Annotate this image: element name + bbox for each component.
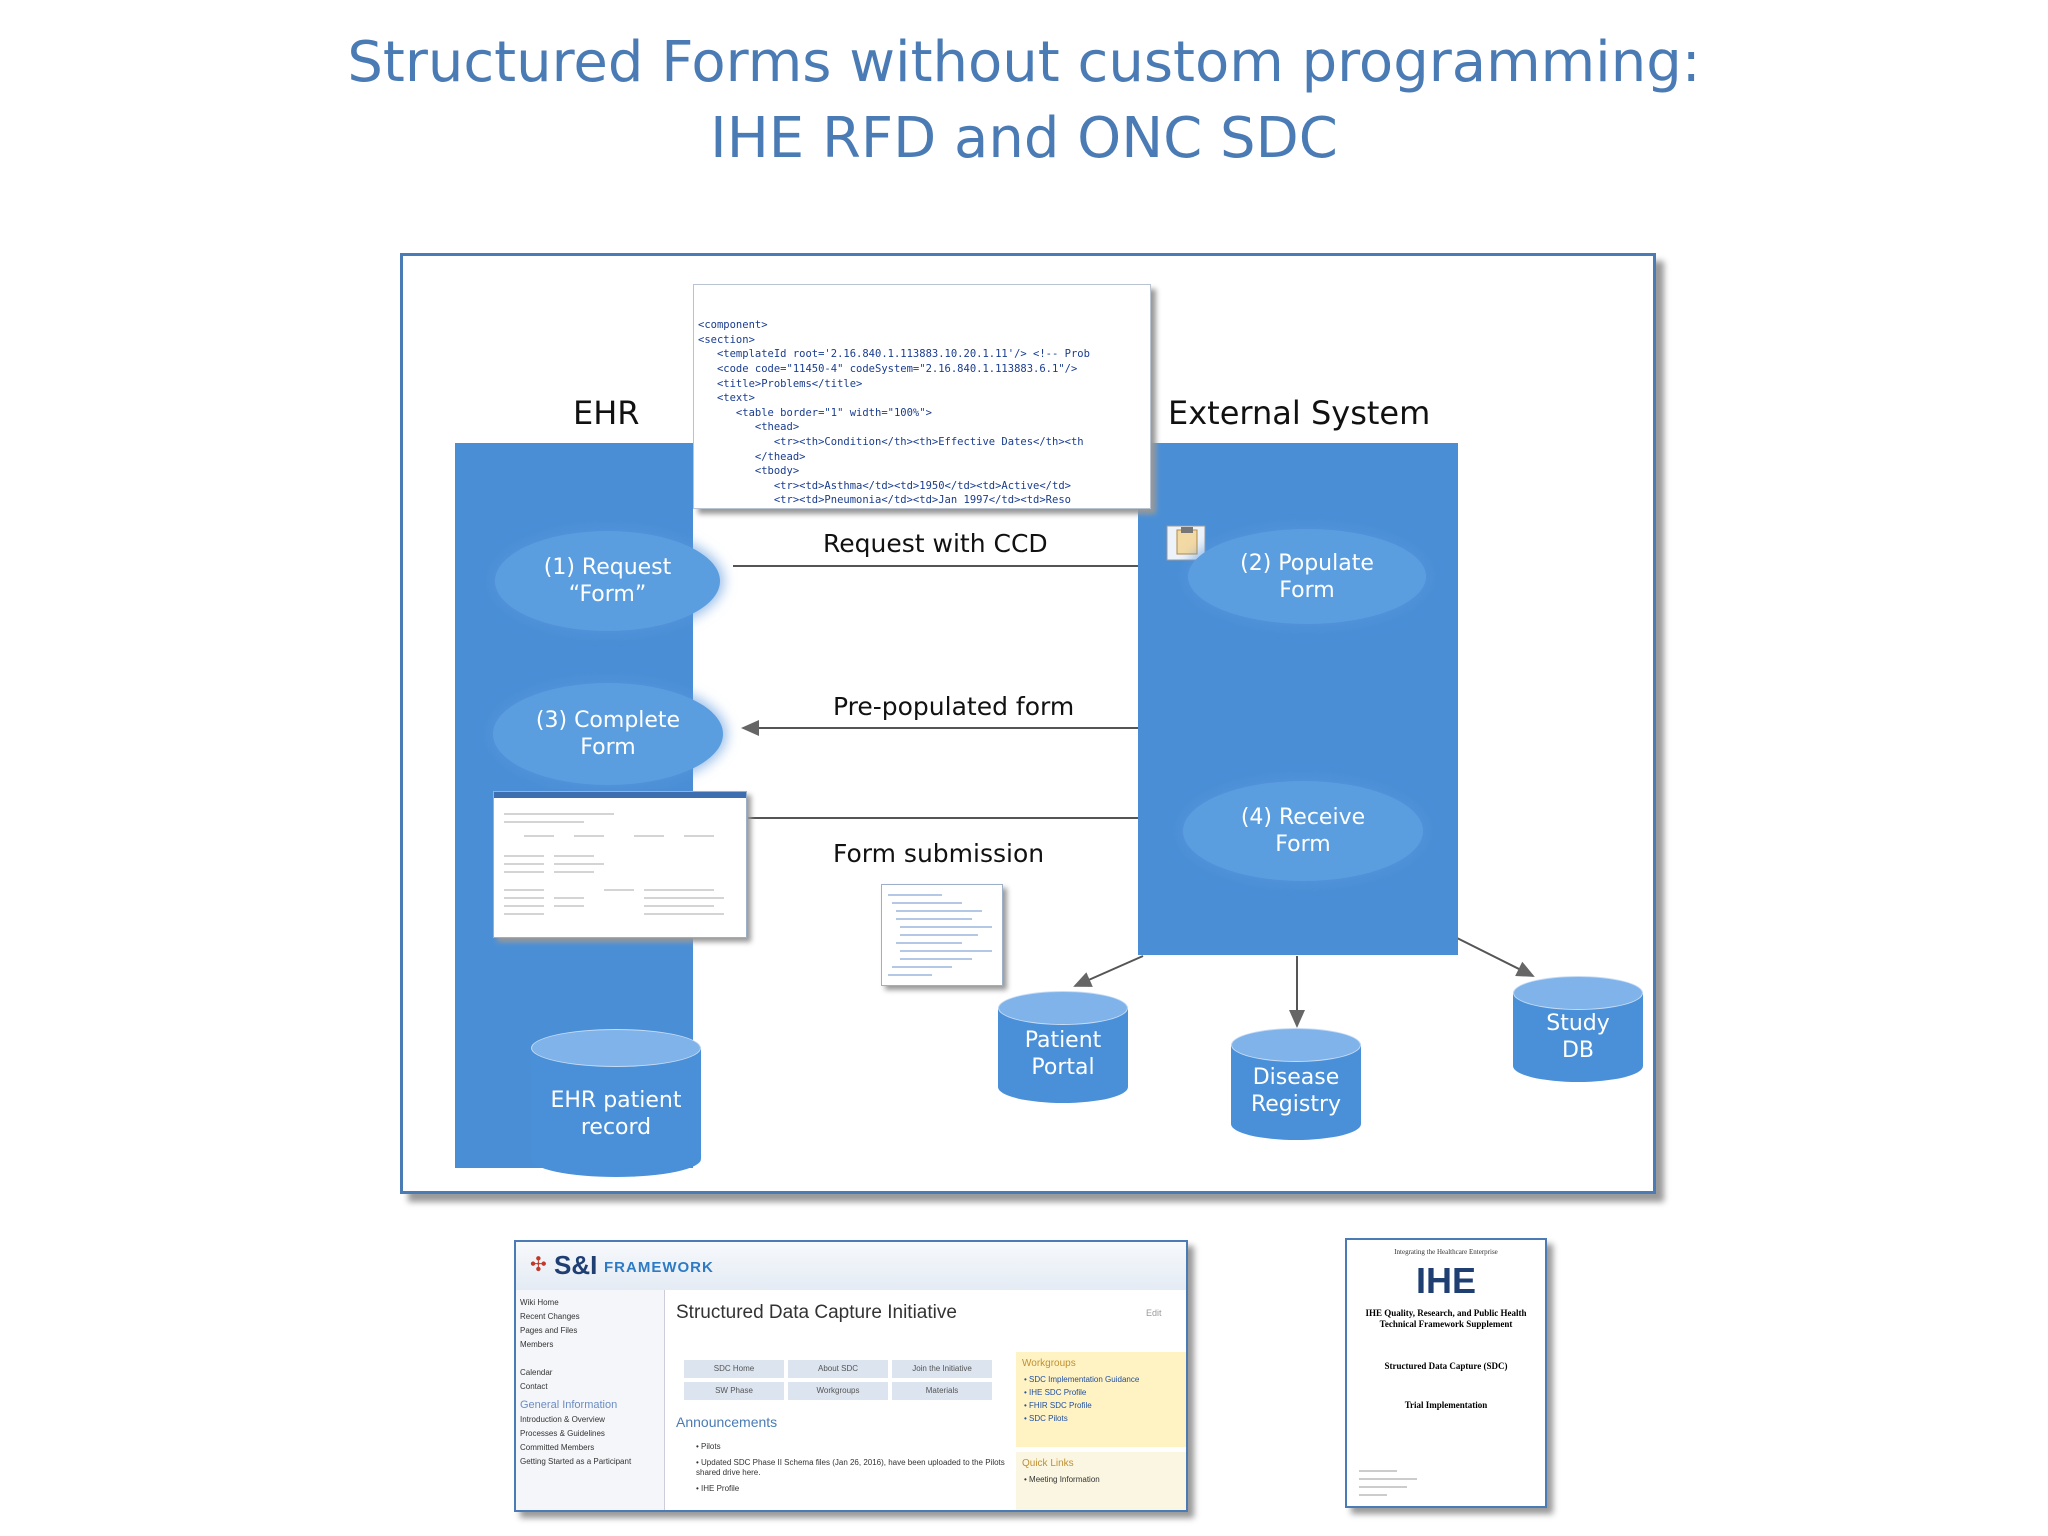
xml-line: <templateId root='2.16.840.1.113883.10.2… (698, 348, 1090, 361)
list-item[interactable]: Calendar (520, 1368, 553, 1377)
sni-logo-framework: FRAMEWORK (604, 1259, 714, 1276)
message-form-submission: Form submission (833, 839, 1045, 868)
ihe-sdc-supplement-cover: Integrating the Healthcare Enterprise IH… (1345, 1238, 1547, 1508)
xml-line: <tr><td>Pneumonia</td><td>Jan 1997</td><… (698, 494, 1071, 507)
xml-line: <tr><td>"</td><td>Mar 1999</td><td>Resol… (698, 508, 1146, 509)
completed-form-thumbnail (493, 791, 747, 938)
rfd-sdc-diagram: EHR External System <component><section>… (400, 253, 1656, 1194)
disease-registry-store: Disease Registry (1231, 1028, 1361, 1140)
clipboard-icon (1166, 525, 1206, 561)
step-request-form: (1) Request “Form” (495, 531, 720, 631)
xml-line: <title>Problems</title> (698, 377, 863, 390)
submitted-xml-thumbnail (881, 884, 1003, 986)
sni-logo-icon: ✣ (530, 1254, 547, 1276)
sni-announcement-list: • Pilots • Updated SDC Phase II Schema fi… (696, 1442, 1016, 1500)
xml-lines: <component><section> <templateId root='2… (698, 318, 1146, 509)
xml-line: <table border="1" width="100%"> (698, 406, 932, 419)
xml-line: <section> (698, 333, 755, 346)
list-item[interactable]: • IHE Profile (696, 1484, 740, 1493)
step-complete-form: (3) Complete Form (493, 683, 723, 785)
xml-line: <code code="11450-4" codeSystem="2.16.84… (698, 362, 1078, 375)
list-item[interactable]: • Updated SDC Phase II Schema files (Jan… (696, 1458, 1005, 1477)
ihe-logo: IHE (1415, 1260, 1476, 1301)
patient-portal-store: Patient Portal (998, 991, 1128, 1103)
disease-registry-label: Disease Registry (1250, 1065, 1342, 1117)
ihe-doc-title: Structured Data Capture (SDC) (1384, 1361, 1508, 1371)
xml-line: <tr><th>Condition</th><th>Effective Date… (698, 435, 1084, 448)
ehr-patient-record-label: EHR patient record (550, 1088, 682, 1140)
xml-line: <component> (698, 319, 768, 332)
ihe-doc-footer-lines (1359, 1470, 1417, 1496)
external-lane-label: External System (1168, 394, 1431, 432)
ihe-doc-subtitle: IHE Quality, Research, and Public Health… (1365, 1308, 1527, 1329)
list-item[interactable]: • Meeting Information (1024, 1475, 1100, 1484)
patient-portal-label: Patient Portal (1024, 1028, 1102, 1080)
study-db-store: Study DB (1513, 976, 1643, 1082)
list-item[interactable] (520, 1354, 660, 1365)
list-item[interactable]: Committed Members (520, 1443, 595, 1452)
sni-nav-heading: General Information (520, 1399, 618, 1411)
list-item[interactable]: • Pilots (696, 1442, 721, 1451)
sni-page-title: Structured Data Capture Initiative (676, 1302, 957, 1323)
sni-edit-link[interactable]: Edit (1146, 1308, 1162, 1318)
ehr-lane-label: EHR (573, 394, 640, 432)
list-item[interactable]: • IHE SDC Profile (1024, 1388, 1087, 1397)
sni-workgroups-heading: Workgroups (1022, 1358, 1076, 1369)
xml-line: <tr><td>Asthma</td><td>1950</td><td>Acti… (698, 479, 1071, 492)
xml-line: <thead> (698, 421, 800, 434)
sni-tab[interactable]: SDC Home (684, 1360, 784, 1378)
step-populate-form: (2) Populate Form (1188, 529, 1426, 624)
message-request-with-ccd: Request with CCD (823, 529, 1048, 558)
step-receive-form: (4) Receive Form (1183, 781, 1423, 881)
sni-tab[interactable]: Workgroups (788, 1382, 888, 1400)
list-item[interactable]: Contact (520, 1382, 548, 1391)
list-item[interactable]: Getting Started as a Participant (520, 1457, 632, 1466)
sni-tab[interactable]: SW Phase (684, 1382, 784, 1400)
sni-tab[interactable]: About SDC (788, 1360, 888, 1378)
list-item[interactable]: Processes & Guidelines (520, 1429, 605, 1438)
xml-line: <tbody> (698, 465, 800, 478)
sni-tab[interactable]: Materials (892, 1382, 992, 1400)
slide-title-line2: IHE RFD and ONC SDC (710, 106, 1338, 171)
sni-quick-links-panel: Quick Links • Meeting Information (1016, 1452, 1186, 1510)
list-item[interactable]: Members (520, 1340, 554, 1349)
list-item[interactable]: • FHIR SDC Profile (1024, 1401, 1092, 1410)
sni-tab[interactable]: Join the Initiative (892, 1360, 992, 1378)
list-item[interactable]: Recent Changes (520, 1312, 580, 1321)
study-db-label: Study DB (1546, 1011, 1610, 1063)
studydb-arrow (1452, 935, 1535, 977)
sni-logo-text: S&I (554, 1250, 598, 1280)
slide-title-line1: Structured Forms without custom programm… (347, 30, 1701, 95)
sni-workgroups-panel: Workgroups • SDC Implementation Guidance… (1016, 1352, 1186, 1447)
ccd-xml-snippet: <component><section> <templateId root='2… (693, 284, 1151, 509)
sni-quick-links-heading: Quick Links (1022, 1458, 1074, 1469)
list-item[interactable]: • SDC Pilots (1024, 1414, 1068, 1423)
list-item[interactable]: Pages and Files (520, 1326, 578, 1335)
ehr-patient-record-store: EHR patient record (531, 1029, 701, 1177)
list-item[interactable]: Wiki Home (520, 1298, 559, 1307)
xml-line: <text> (698, 392, 755, 405)
list-item[interactable]: • SDC Implementation Guidance (1024, 1375, 1140, 1384)
portal-arrow (1073, 955, 1144, 987)
sni-announcements-heading: Announcements (676, 1414, 778, 1430)
ihe-doc-status: Trial Implementation (1404, 1400, 1488, 1410)
ihe-doc-header: Integrating the Healthcare Enterprise (1394, 1248, 1498, 1256)
xml-line: </thead> (698, 450, 806, 463)
list-item[interactable]: Introduction & Overview (520, 1415, 605, 1424)
message-prepopulated-form: Pre-populated form (833, 692, 1075, 721)
